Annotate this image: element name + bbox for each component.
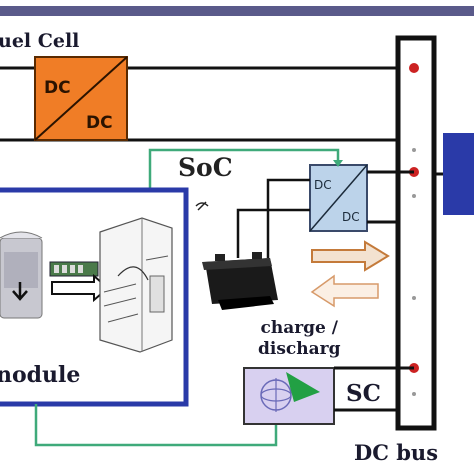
battery-converter-in-label: DC	[314, 178, 332, 192]
module-computer-illustration	[0, 217, 173, 353]
bus-node-fuel-cell	[409, 63, 419, 73]
bus-terminal-dots	[412, 148, 416, 396]
charge-label-line2: discharg	[258, 339, 341, 359]
soc-label: SoC	[178, 153, 233, 182]
fuel-cell-converter-out-label: DC	[86, 113, 113, 133]
soc-signal-line	[148, 148, 340, 196]
discharge-arrow	[311, 240, 390, 272]
fuel-cell-converter-in-label: DC	[44, 78, 71, 98]
supercapacitor-icon	[260, 372, 320, 412]
fuel-cell-label: uel Cell	[0, 30, 80, 52]
battery-positive-wire	[266, 178, 310, 258]
fuel-cell-dcdc-converter	[34, 56, 128, 141]
soc-sensor-tick	[195, 201, 209, 211]
charge-arrow	[310, 274, 379, 308]
battery	[202, 252, 278, 310]
soc-arrowhead	[333, 160, 343, 167]
dc-bus	[395, 35, 437, 431]
battery-converter-out-label: DC	[342, 210, 360, 224]
load-block	[443, 133, 474, 215]
charge-discharge-label: charge / discharg	[258, 318, 341, 360]
module-label: nodule	[0, 362, 81, 388]
battery-negative-wire	[236, 208, 310, 258]
top-frame-bar	[0, 6, 474, 16]
supercapacitor-label: SC	[346, 380, 381, 407]
control-signal-line	[34, 404, 278, 447]
battery-dcdc-converter	[309, 164, 368, 232]
charge-label-line1: charge /	[260, 318, 338, 338]
dc-bus-label: DC bus	[354, 440, 439, 465]
